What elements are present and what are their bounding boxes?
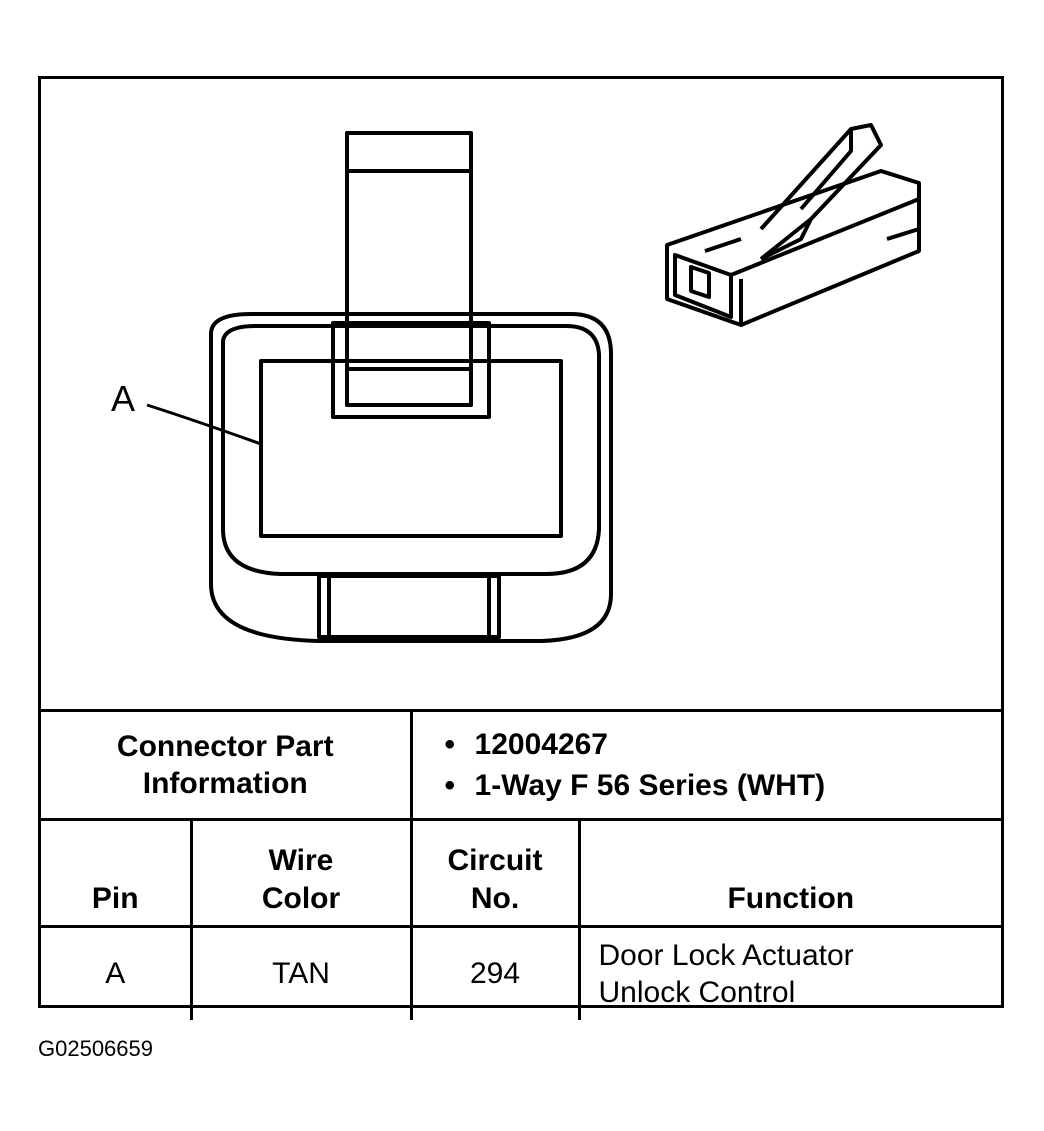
diagram-frame: A Connector Part Information bbox=[38, 76, 1004, 1020]
cell-function: Door Lock Actuator Unlock Control bbox=[577, 925, 1002, 1020]
connector-part-row: Connector Part Information 12004267 1-Wa… bbox=[41, 709, 1002, 821]
connector-part-label-line2: Information bbox=[142, 767, 308, 800]
header-pin: Pin bbox=[41, 818, 193, 928]
header-function: Function bbox=[577, 818, 1002, 928]
callout-label-a: A bbox=[111, 378, 135, 419]
figure-id: G02506659 bbox=[38, 1036, 153, 1061]
callout-leader-line bbox=[146, 403, 262, 446]
latch-tab-slot bbox=[345, 367, 473, 407]
cell-pin: A bbox=[41, 925, 193, 1020]
bottom-key bbox=[317, 574, 501, 639]
latch-tab-outer bbox=[345, 131, 473, 407]
connector-face-rect bbox=[259, 359, 563, 538]
part-number: 12004267 bbox=[445, 726, 1002, 764]
latch-tab-base bbox=[331, 321, 491, 419]
connector-isometric-view bbox=[665, 123, 921, 327]
header-circuit-no: Circuit No. bbox=[409, 818, 581, 928]
connector-part-label-line1: Connector Part bbox=[116, 729, 334, 763]
header-wire-color: Wire Color bbox=[189, 818, 413, 928]
part-description: 1-Way F 56 Series (WHT) bbox=[445, 767, 1002, 805]
connector-part-details: 12004267 1-Way F 56 Series (WHT) bbox=[409, 709, 1002, 821]
connector-part-label: Connector Part Information bbox=[41, 709, 413, 821]
table-header-row: Pin Wire Color Circuit No. Function bbox=[41, 818, 1002, 928]
connector-body-inner bbox=[221, 324, 601, 576]
cell-wire-color: TAN bbox=[189, 925, 413, 1020]
connector-drawing: A bbox=[41, 79, 1001, 709]
connector-info-table: Connector Part Information 12004267 1-Wa… bbox=[41, 709, 1002, 1020]
connector-body-outline bbox=[209, 312, 613, 643]
connector-face-illustration: A bbox=[111, 123, 921, 643]
table-row: A TAN 294 Door Lock Actuator Unlock Cont… bbox=[41, 925, 1002, 1020]
cell-circuit: 294 bbox=[409, 925, 581, 1020]
